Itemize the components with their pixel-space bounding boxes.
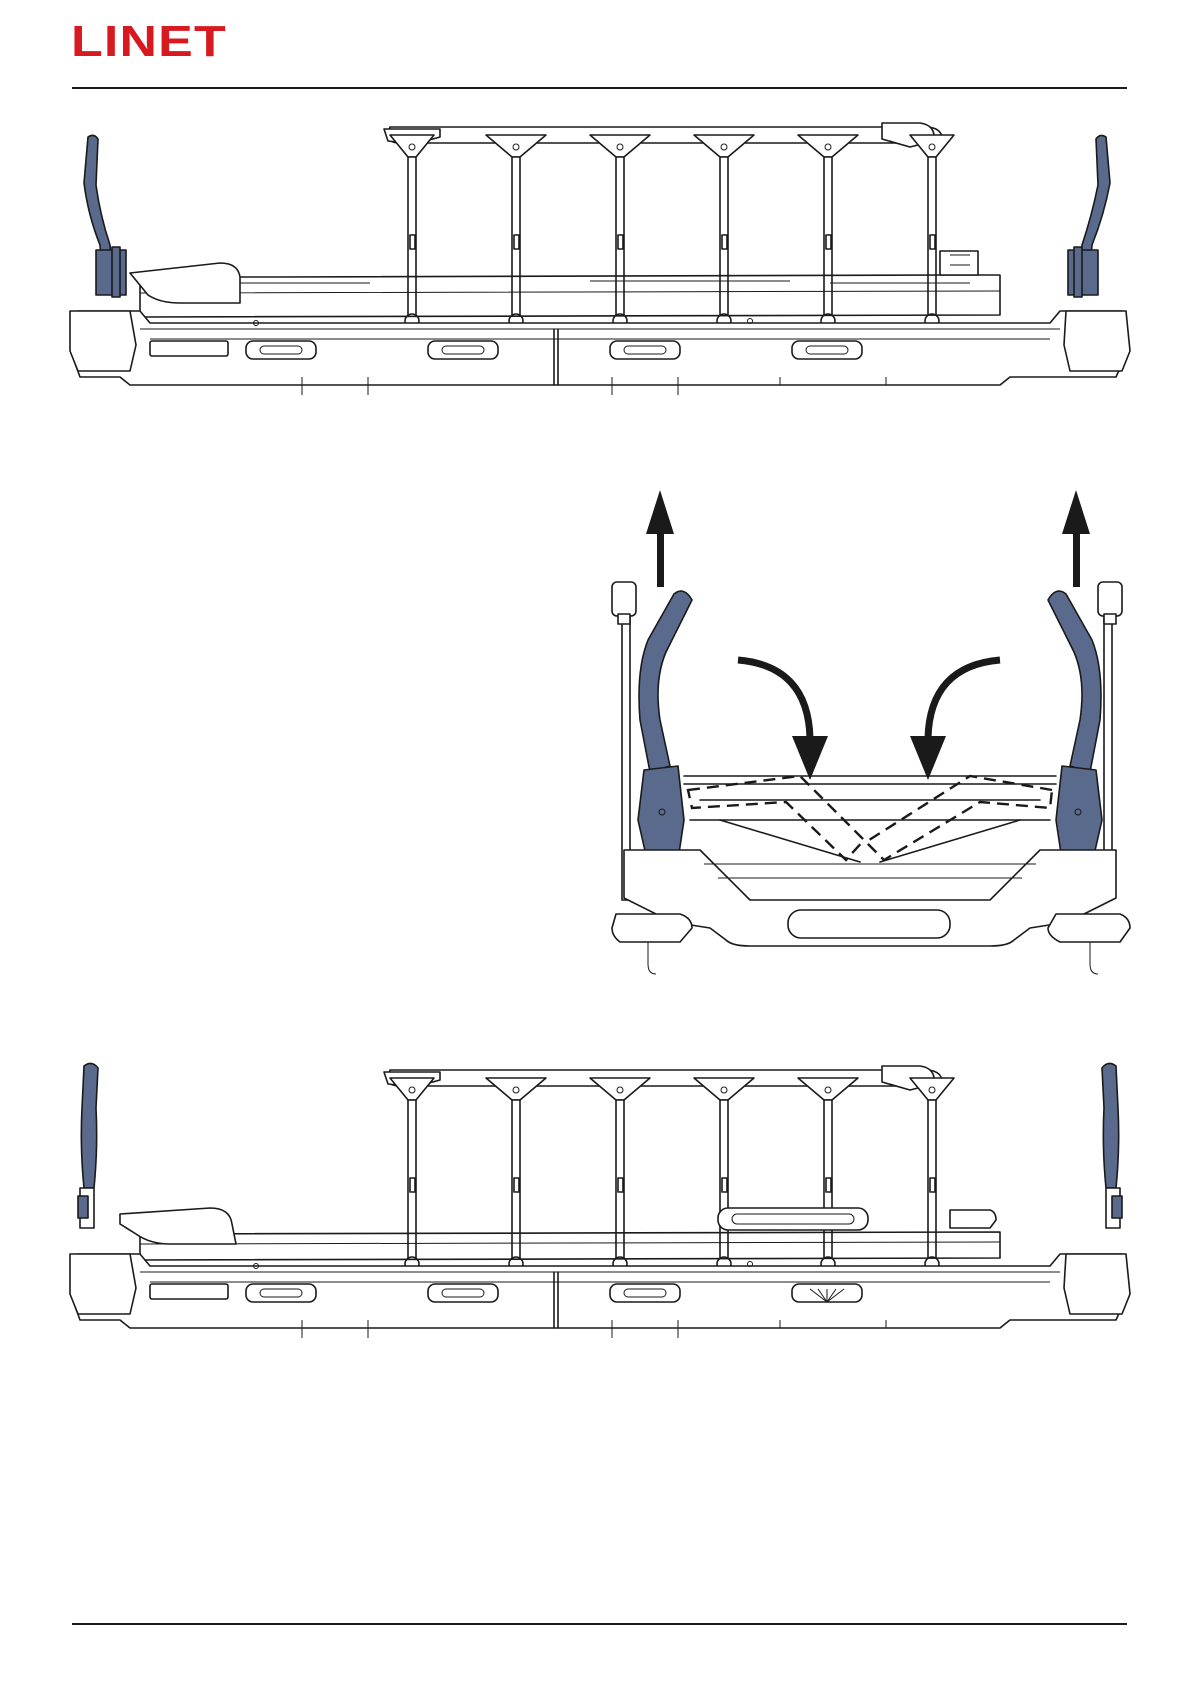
side-rail-top-bar xyxy=(388,1070,942,1088)
footer-divider xyxy=(72,1623,1127,1625)
bumper-right xyxy=(1064,1254,1130,1314)
end-grip-handle xyxy=(788,910,950,938)
linet-logo: LINET xyxy=(71,20,227,64)
side-rail-top-bar xyxy=(388,127,942,145)
bumper-left xyxy=(70,311,136,371)
headboard-handle-icon xyxy=(81,1063,98,1188)
bed-end-view-handles-removal xyxy=(610,490,1130,990)
handle-left-icon xyxy=(639,591,692,772)
head-section-mechanism xyxy=(130,263,240,303)
footboard-handle-icon xyxy=(1102,1063,1119,1188)
bumper-left xyxy=(70,1254,136,1314)
lowered-handle-outline-left xyxy=(688,776,864,860)
mattress-platform xyxy=(140,275,1000,317)
handle-right-icon xyxy=(1048,591,1101,772)
curved-arrow-icon xyxy=(910,660,1000,780)
up-arrow-icon xyxy=(1062,490,1090,587)
bumper-right xyxy=(1064,311,1130,371)
bed-side-view-rails-up xyxy=(70,115,1130,425)
lowered-handle-outline-right xyxy=(866,776,1052,860)
bed-side-view-handles-lowered xyxy=(70,1058,1130,1368)
bed-frame xyxy=(72,1254,1126,1328)
header-divider xyxy=(72,87,1127,89)
bed-frame xyxy=(72,311,1126,385)
curved-arrow-icon xyxy=(738,660,828,780)
head-section-mechanism xyxy=(120,1208,236,1244)
rail-posts xyxy=(390,135,954,328)
mattress-platform xyxy=(140,1232,1000,1260)
up-arrow-icon xyxy=(646,490,674,587)
